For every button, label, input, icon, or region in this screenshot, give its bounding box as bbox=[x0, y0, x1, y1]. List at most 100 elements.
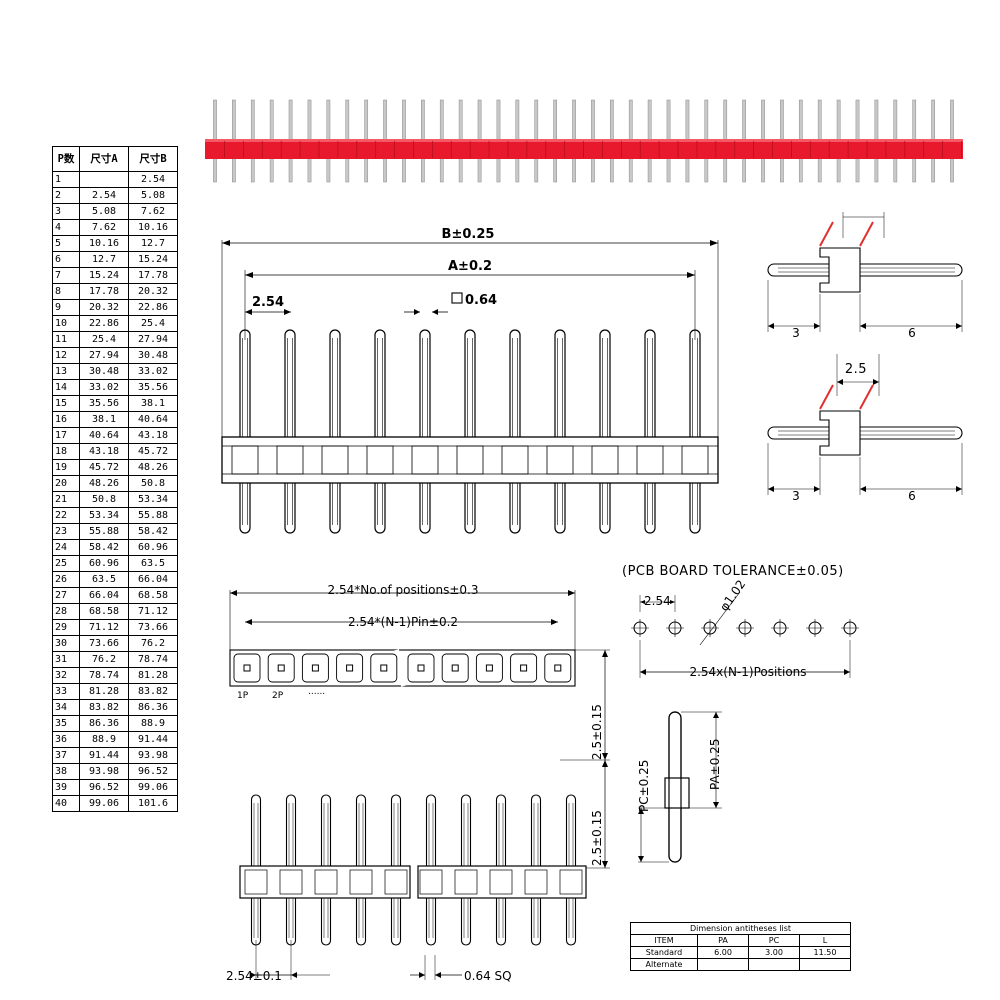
positions-dim-label: 2.54*No.of positions±0.3 bbox=[328, 583, 479, 597]
photo-body-highlight bbox=[205, 139, 963, 142]
bottom-housing-cell bbox=[524, 869, 548, 895]
top-cell bbox=[370, 653, 398, 683]
front-housing-cell bbox=[276, 445, 304, 475]
bottom-housing-cell bbox=[559, 869, 583, 895]
legend-cell bbox=[799, 958, 851, 971]
front-pin bbox=[689, 329, 701, 534]
top-cell bbox=[510, 653, 538, 683]
top-cell-pin bbox=[380, 664, 388, 672]
cell-positions: 40 bbox=[52, 795, 80, 812]
vertical-dim-upper: 2.5±0.15 bbox=[590, 704, 604, 760]
dim-a-label: A±0.2 bbox=[448, 259, 492, 274]
col-header-positions: P数 bbox=[52, 146, 80, 172]
top-cell bbox=[544, 653, 572, 683]
bottom-housing bbox=[417, 865, 587, 899]
front-housing-cell bbox=[681, 445, 709, 475]
square-icon bbox=[451, 292, 463, 304]
top-cell bbox=[233, 653, 261, 683]
pin-dim-label: 2.54*(N-1)Pin±0.2 bbox=[348, 615, 458, 629]
cell-dim-a: 99.06 bbox=[79, 795, 129, 812]
side-red-mark bbox=[859, 221, 874, 247]
front-housing-cell bbox=[591, 445, 619, 475]
front-pin bbox=[374, 329, 386, 534]
front-pin bbox=[419, 329, 431, 534]
top-break bbox=[393, 649, 407, 687]
legend-cell: 6.00 bbox=[697, 946, 749, 959]
legend-cell bbox=[697, 958, 749, 971]
front-pin bbox=[599, 329, 611, 534]
pin-square-label: 0.64 bbox=[465, 293, 497, 308]
front-view: B±0.25 A±0.2 2.54 0.64 bbox=[221, 227, 719, 534]
front-pin bbox=[644, 329, 656, 534]
table-header-row: P数 尺寸A 尺寸B bbox=[52, 146, 178, 172]
front-housing-cell bbox=[636, 445, 664, 475]
top-cell bbox=[441, 653, 469, 683]
bottom-housing-cell bbox=[279, 869, 303, 895]
legend-cell: Alternate bbox=[630, 958, 698, 971]
top-cell-pin bbox=[277, 664, 285, 672]
top-cell-pin bbox=[243, 664, 251, 672]
col-header-dim-a: 尺寸A bbox=[79, 146, 129, 172]
bottom-view bbox=[239, 794, 587, 946]
cell-dim-b: 71.12 bbox=[128, 603, 178, 620]
front-housing-cell bbox=[321, 445, 349, 475]
pcb-tolerance-title: (PCB BOARD TOLERANCE±0.05) bbox=[622, 564, 844, 579]
top-cell-pin bbox=[346, 664, 354, 672]
bottom-housing-cell bbox=[489, 869, 513, 895]
dim-b-label: B±0.25 bbox=[442, 227, 495, 242]
front-housing-cell bbox=[456, 445, 484, 475]
top-cell-pin bbox=[554, 664, 562, 672]
legend-header-pc: PC bbox=[748, 934, 800, 947]
front-housing-cell bbox=[366, 445, 394, 475]
front-pins bbox=[221, 329, 719, 534]
dots-label: ...... bbox=[308, 687, 325, 697]
pcb-holes bbox=[631, 619, 859, 637]
pcb-hole-label: φ1.02 bbox=[717, 577, 748, 613]
side-red-mark bbox=[819, 221, 834, 247]
cell-dim-b: 10.16 bbox=[128, 219, 178, 236]
bottom-housing-cell bbox=[454, 869, 478, 895]
front-housing bbox=[221, 436, 719, 484]
top-cell-pin bbox=[417, 664, 425, 672]
top-view: 2.54*No.of positions±0.3 2.54*(N-1)Pin±0… bbox=[229, 583, 576, 701]
top-cell bbox=[407, 653, 435, 683]
pcb-pitch-label: 2.54 bbox=[644, 594, 671, 608]
legend-cell: 11.50 bbox=[799, 946, 851, 959]
dimension-antitheses-table: Dimension antitheses list ITEM PA PC L S… bbox=[630, 922, 851, 971]
side-dim-2-5: 2.5 bbox=[845, 362, 867, 377]
bottom-housing-cell bbox=[244, 869, 268, 895]
pcb-positions-label: 2.54x(N-1)Positions bbox=[689, 665, 806, 679]
front-pin bbox=[284, 329, 296, 534]
bottom-housing-cell bbox=[314, 869, 338, 895]
side-dim-6-top: 6 bbox=[908, 326, 916, 340]
legend-header-l: L bbox=[799, 934, 851, 947]
top-cell-pin bbox=[311, 664, 319, 672]
legend-header-pa: PA bbox=[697, 934, 749, 947]
cell-dim-b: 101.6 bbox=[128, 795, 178, 812]
